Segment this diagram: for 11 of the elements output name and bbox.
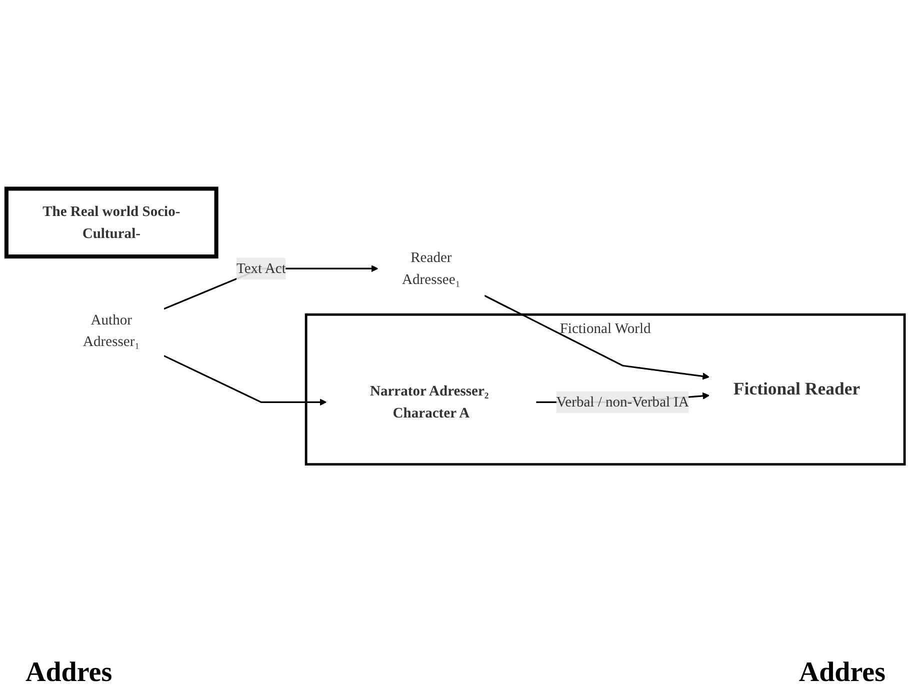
node-text: Narrator Adresser₂ Character A: [370, 382, 489, 421]
text-label: Addres: [798, 657, 886, 689]
node-text: Reader Adressee₁: [402, 249, 460, 288]
node-box: The Real world Socio-Cultural-: [4, 186, 218, 258]
arrow: [164, 355, 327, 406]
text-label: Addres: [26, 657, 112, 689]
arrow: [484, 294, 710, 380]
edge-label: Verbal / non-Verbal IA: [556, 394, 690, 410]
edge-label: Text Act: [236, 260, 286, 276]
node-text: Author Adresser₁: [83, 311, 140, 350]
node-text: Fictional Reader: [733, 378, 860, 399]
